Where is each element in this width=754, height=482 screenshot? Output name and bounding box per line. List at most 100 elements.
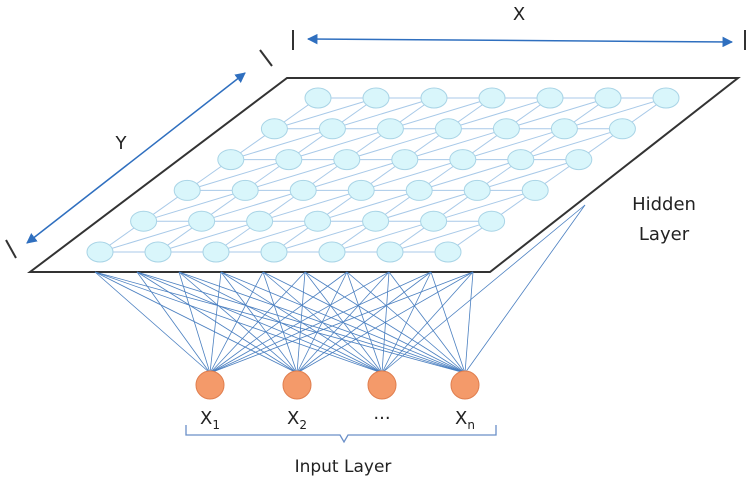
y-axis-label: Y (115, 133, 128, 154)
grid-line (375, 189, 478, 222)
connection-line (209, 271, 390, 374)
grid-line (520, 128, 623, 161)
connection-line (136, 271, 298, 374)
grid-line (274, 97, 377, 130)
hidden-node (478, 210, 506, 232)
hidden-node (376, 241, 404, 263)
connection-line (381, 271, 474, 374)
connection-line (296, 271, 348, 374)
input-node (282, 370, 312, 400)
grid-line (303, 159, 405, 191)
hidden-node (507, 149, 535, 171)
hidden-node (231, 179, 259, 201)
hidden-node (536, 87, 564, 109)
input-layer-title: Input Layer (295, 457, 392, 477)
input-layer-bracket (185, 425, 497, 444)
connection-line (94, 271, 298, 374)
hidden-node (391, 149, 419, 171)
hidden-node (376, 118, 404, 140)
connection-line (296, 271, 306, 374)
hidden-node (521, 179, 549, 201)
hidden-node (550, 118, 578, 140)
hidden-node (246, 210, 274, 232)
connection-line (209, 271, 264, 374)
connection-line (262, 271, 383, 374)
hidden-node (420, 87, 448, 109)
grid-line (361, 159, 463, 191)
hidden-node (318, 118, 346, 140)
input-node-label: Xn (455, 408, 475, 432)
grid-line (506, 97, 609, 130)
hidden-node (420, 210, 448, 232)
grid-line (419, 159, 521, 191)
connection-line (209, 271, 474, 374)
connection-line (381, 204, 586, 374)
connection-line (209, 271, 432, 374)
hidden-node (434, 118, 462, 140)
input-node (195, 370, 225, 400)
hidden-node (130, 210, 158, 232)
grid-line (346, 128, 449, 161)
hidden-node (260, 241, 288, 263)
connection-line (209, 271, 306, 374)
hidden-node (86, 241, 114, 263)
grid-line (332, 97, 435, 130)
hidden-node (565, 149, 593, 171)
grid-line (433, 189, 536, 222)
hidden-node (449, 149, 477, 171)
hidden-node (652, 87, 680, 109)
input-node-label: X2 (287, 408, 307, 432)
grid-line (477, 159, 579, 191)
hidden-node (594, 87, 622, 109)
connection-line (220, 271, 298, 374)
hidden-node (478, 87, 506, 109)
hidden-node (318, 241, 346, 263)
grid-line (331, 220, 434, 253)
hidden-node (434, 241, 462, 263)
hidden-node (202, 241, 230, 263)
connection-line (296, 271, 432, 374)
connection-line (178, 271, 298, 374)
connection-line (346, 271, 466, 374)
grid-line (390, 97, 493, 130)
connection-line (430, 271, 466, 374)
hidden-node (260, 118, 288, 140)
connection-line (178, 271, 383, 374)
hidden-node (188, 210, 216, 232)
connection-line (220, 271, 383, 374)
connection-line (178, 271, 211, 374)
grid-line (462, 128, 565, 161)
hidden-node (144, 241, 172, 263)
grid-line (389, 220, 492, 253)
input-node (367, 370, 397, 400)
hidden-node (217, 149, 245, 171)
connection-line (209, 271, 222, 374)
hidden-layer-label-line2: Layer (639, 224, 690, 245)
x-axis-arrow (306, 33, 734, 48)
input-hidden-connections (94, 204, 586, 374)
connection-line (296, 271, 474, 374)
hidden-node (463, 179, 491, 201)
grid-line (230, 128, 333, 161)
hidden-node (275, 149, 303, 171)
hidden-layer-nodes (86, 87, 680, 263)
hidden-node (347, 179, 375, 201)
grid-line (288, 128, 391, 161)
connection-line (136, 271, 211, 374)
hidden-node (362, 87, 390, 109)
connection-line (381, 271, 432, 374)
hidden-node (608, 118, 636, 140)
hidden-layer-label-line1: Hidden (632, 194, 696, 215)
hidden-node (405, 179, 433, 201)
input-node-label: ··· (373, 408, 390, 429)
x-axis-label: X (513, 4, 525, 25)
grid-line (215, 220, 318, 253)
hidden-node (304, 210, 332, 232)
grid-line (448, 97, 551, 130)
connection-line (464, 271, 474, 374)
connection-line (94, 271, 211, 374)
connection-line (209, 271, 348, 374)
input-node (450, 370, 480, 400)
